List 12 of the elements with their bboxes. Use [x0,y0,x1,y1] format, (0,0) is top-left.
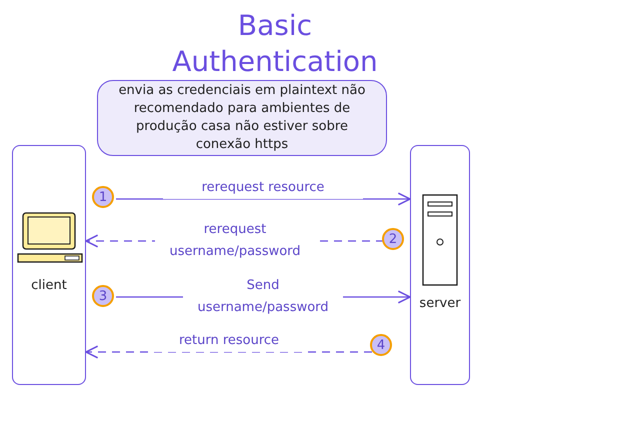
client-box [12,145,86,385]
step-number: 4 [370,334,392,356]
server-box [410,145,470,385]
arrow [85,345,372,359]
step-number: 3 [92,285,114,307]
note-box: envia as credenciais em plaintext não recomendado para ambientes de produção casa não estiver sobre conexão https [97,80,387,156]
diagram-title: Basic Authentication [171,8,379,80]
node-label: client [30,278,68,293]
node-label: server [418,296,462,311]
arrow [116,192,411,206]
step-number: 1 [92,186,114,208]
step-number: 2 [382,228,404,250]
